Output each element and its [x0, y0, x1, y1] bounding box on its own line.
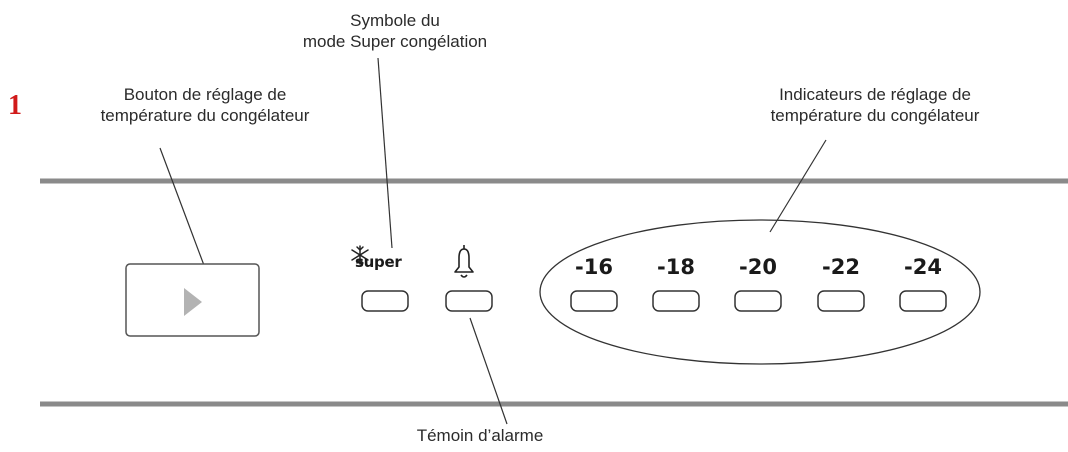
super-freeze-button[interactable] — [361, 290, 409, 312]
callout-indicators: Indicateurs de réglage de température du… — [720, 84, 1030, 126]
temp-label-minus-22: -22 — [822, 255, 860, 279]
callout-super-line-1: Symbole du — [350, 11, 440, 30]
callout-adjust-button: Bouton de réglage de température du cong… — [60, 84, 350, 126]
alarm-button[interactable] — [445, 290, 493, 312]
bell-icon — [454, 245, 474, 278]
indicator-led-minus-20 — [734, 290, 782, 312]
temp-label-minus-16: -16 — [575, 255, 613, 279]
callout-super-line-2: mode Super congélation — [302, 32, 488, 51]
callout-alarm: Témoin d’alarme — [380, 425, 580, 446]
temp-label-minus-24: -24 — [904, 255, 942, 279]
callout-super-symbol: Symbole du mode Super congélation — [270, 10, 520, 52]
leader-line-alarm — [469, 317, 508, 425]
callout-alarm-line-1: Témoin d’alarme — [416, 426, 544, 445]
indicator-led-minus-18 — [652, 290, 700, 312]
play-arrow-icon — [184, 288, 202, 316]
indicator-led-minus-22 — [817, 290, 865, 312]
leader-line-super — [377, 57, 393, 249]
indicator-led-minus-16 — [570, 290, 618, 312]
callout-indicators-line-1: Indicateurs de réglage de — [779, 85, 971, 104]
indicators-group-outline — [539, 219, 981, 365]
page-number: 1 — [8, 90, 22, 121]
snowflake-icon — [351, 245, 369, 265]
leader-line-adjust — [159, 147, 206, 269]
temp-label-minus-20: -20 — [739, 255, 777, 279]
super-label: super — [355, 253, 402, 271]
leader-line-indicators — [769, 139, 827, 233]
callout-indicators-line-2: température du congélateur — [770, 106, 980, 125]
indicator-led-minus-24 — [899, 290, 947, 312]
callout-adjust-line-1: Bouton de réglage de — [123, 85, 287, 104]
callout-adjust-line-2: température du congélateur — [100, 106, 310, 125]
temp-label-minus-18: -18 — [657, 255, 695, 279]
